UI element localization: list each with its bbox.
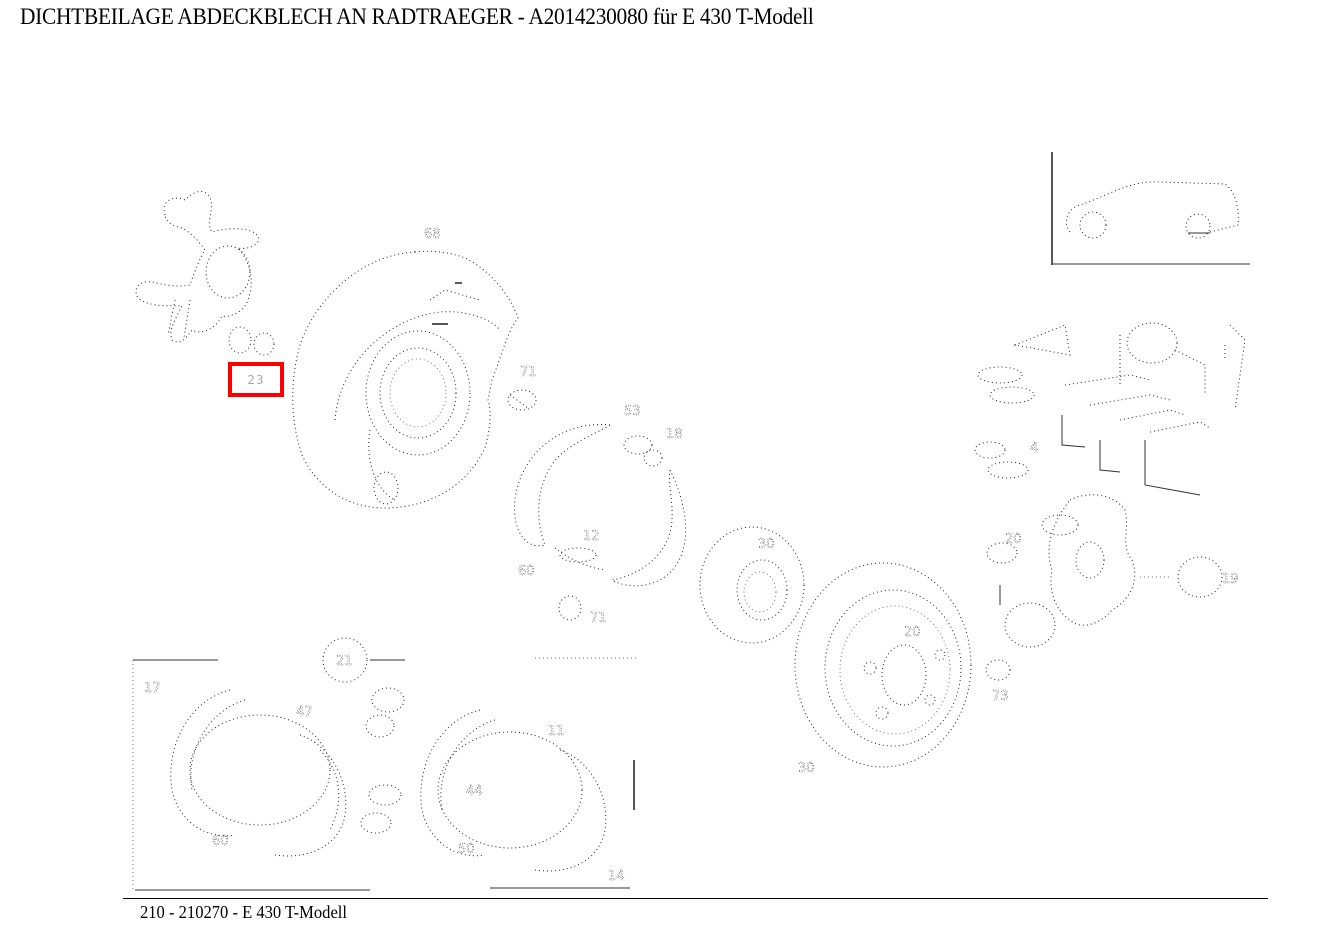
detail-inset bbox=[132, 657, 637, 891]
wheel-carrier-part[interactable] bbox=[135, 191, 260, 343]
inset-adjuster-parts[interactable] bbox=[322, 637, 405, 834]
callout-68[interactable]: 68 bbox=[424, 227, 441, 243]
parking-brake-shoe-part[interactable] bbox=[514, 424, 687, 587]
page-title: DICHTBEILAGE ABDECKBLECH AN RADTRAEGER -… bbox=[20, 4, 814, 29]
callout-19[interactable]: 19 bbox=[1222, 572, 1239, 588]
callout-47[interactable]: 47 bbox=[296, 705, 313, 721]
callout-17[interactable]: 17 bbox=[144, 681, 161, 697]
wheel-hub-part[interactable] bbox=[699, 526, 805, 644]
callout-21[interactable]: 21 bbox=[336, 654, 353, 670]
callout-53[interactable]: 53 bbox=[624, 404, 641, 420]
callout-20-disc[interactable]: 20 bbox=[904, 625, 921, 641]
callout-60[interactable]: 60 bbox=[518, 564, 535, 580]
vehicle-inset bbox=[1051, 152, 1250, 265]
callout-11[interactable]: 11 bbox=[548, 724, 565, 740]
callout-4[interactable]: 4 bbox=[1030, 441, 1039, 457]
callout-30[interactable]: 30 bbox=[758, 537, 775, 553]
caliper-bolt-part[interactable] bbox=[1177, 556, 1223, 598]
callout-18[interactable]: 18 bbox=[666, 427, 683, 443]
inset-brake-shoes-left[interactable] bbox=[170, 689, 347, 857]
callout-20-caliper[interactable]: 20 bbox=[1005, 532, 1022, 548]
callout-71b[interactable]: 71 bbox=[590, 611, 607, 627]
callout-44[interactable]: 44 bbox=[466, 784, 483, 800]
inset-brake-shoes-right[interactable] bbox=[420, 709, 607, 872]
footer-model-reference: 210 - 210270 - E 430 T-Modell bbox=[140, 902, 347, 922]
footer-divider bbox=[123, 898, 1268, 899]
seal-washer-parts[interactable] bbox=[228, 326, 275, 356]
disc-screw-part[interactable] bbox=[985, 659, 1011, 681]
brake-pads-part[interactable] bbox=[974, 322, 1246, 496]
callout-12[interactable]: 12 bbox=[583, 529, 600, 545]
callout-50[interactable]: 50 bbox=[458, 842, 475, 858]
cover-plate-part[interactable] bbox=[292, 250, 519, 509]
brake-caliper-part[interactable] bbox=[986, 494, 1170, 648]
callout-14[interactable]: 14 bbox=[608, 869, 625, 885]
callout-73[interactable]: 73 bbox=[992, 689, 1009, 705]
callout-71[interactable]: 71 bbox=[520, 365, 537, 381]
callout-30-disc[interactable]: 30 bbox=[798, 761, 815, 777]
brake-disc-part[interactable] bbox=[794, 562, 972, 768]
callout-60-inset[interactable]: 60 bbox=[212, 834, 229, 850]
bolt-part[interactable] bbox=[507, 389, 537, 411]
highlighted-callout-number: 23 bbox=[247, 372, 265, 387]
highlighted-part-callout[interactable]: 23 bbox=[228, 362, 284, 397]
spring-parts[interactable] bbox=[558, 435, 663, 621]
